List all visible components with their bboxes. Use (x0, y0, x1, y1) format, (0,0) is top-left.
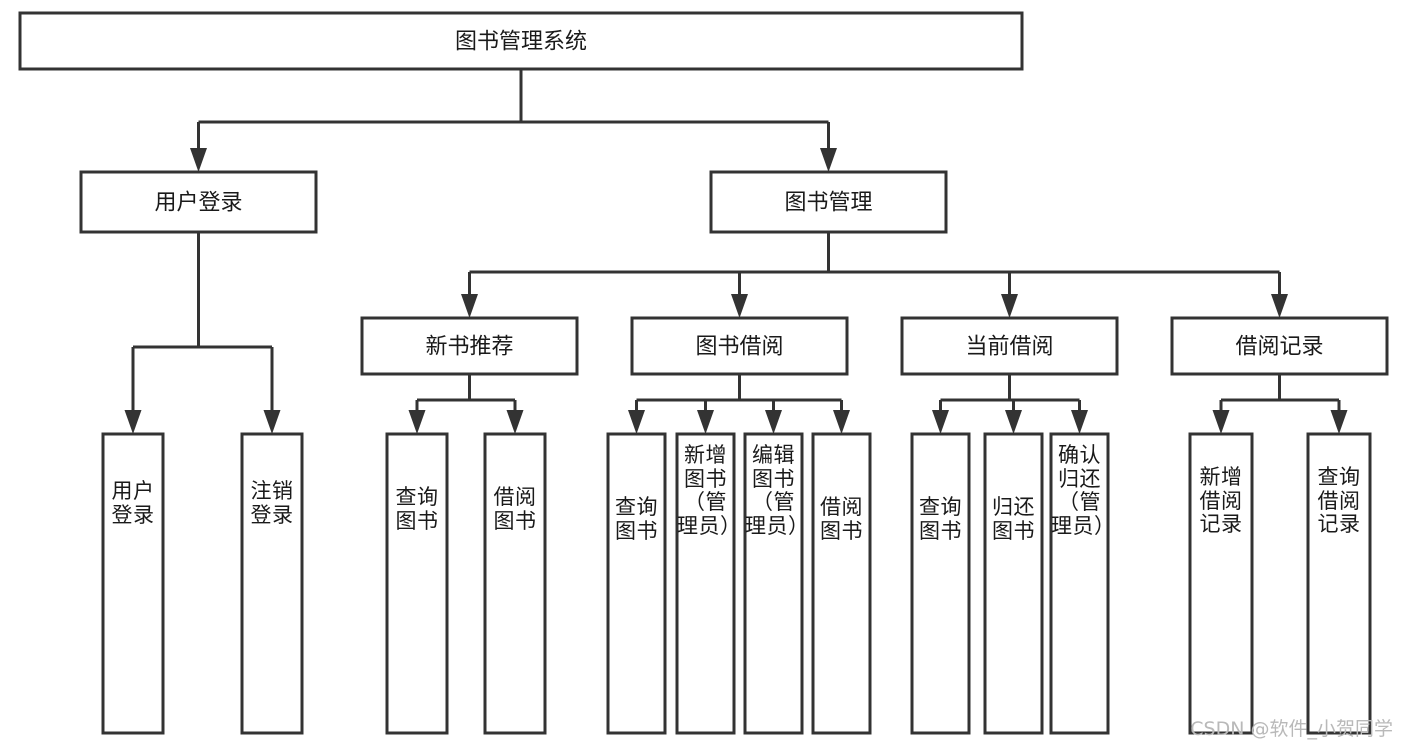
leaf-borrow-book-1-label: 借阅图书 (493, 485, 537, 533)
node-book-manage-label: 图书管理 (784, 191, 872, 216)
leaf-borrow-book-2[interactable]: 借阅图书 (811, 432, 872, 746)
leaf-return-book-box[interactable] (983, 432, 1044, 735)
leaf-query-book-1[interactable]: 查询图书 (385, 432, 449, 736)
leaf-query-book-2-box[interactable] (606, 432, 667, 735)
node-book-manage[interactable]: 图书管理 (709, 170, 948, 234)
arrow-to-leaf-query-record (1330, 410, 1348, 434)
leaf-borrow-book-1-box[interactable] (483, 432, 547, 735)
node-book-borrow[interactable]: 图书借阅 (630, 316, 849, 376)
leaf-query-book-2[interactable]: 查询图书 (606, 432, 667, 746)
node-book-borrow-box[interactable] (630, 316, 849, 376)
leaf-add-book-admin-label: 新增图书（管理员） (677, 443, 742, 538)
arrow-to-leaf-return-book (1005, 410, 1022, 434)
leaf-add-book-admin-box[interactable] (675, 432, 736, 735)
leaf-user-login-label: 用户登录 (111, 479, 155, 527)
leaf-query-book-3-box[interactable] (910, 432, 971, 735)
leaf-add-record-box[interactable] (1188, 432, 1254, 735)
leaf-query-record-label: 查询借阅记录 (1317, 465, 1361, 537)
leaf-query-record-box[interactable] (1306, 432, 1372, 735)
leaf-borrow-book-2-box[interactable] (811, 432, 872, 735)
node-book-borrow-label: 图书借阅 (695, 335, 783, 360)
node-root-box[interactable] (18, 11, 1024, 71)
arrow-to-borrow-record (1271, 294, 1288, 318)
leaf-query-book-1-label: 查询图书 (395, 485, 439, 533)
leaf-query-record[interactable]: 查询借阅记录 (1306, 432, 1372, 736)
leaf-query-book-3-label: 查询图书 (919, 495, 962, 543)
node-borrow-record-label: 借阅记录 (1235, 335, 1323, 360)
node-new-book-rec[interactable]: 新书推荐 (360, 316, 579, 376)
leaf-borrow-book-1[interactable]: 借阅图书 (483, 432, 547, 736)
leaf-borrow-book-2-label: 借阅图书 (820, 495, 863, 543)
leaf-logout-box[interactable] (240, 432, 304, 735)
node-current-borrow-label: 当前借阅 (965, 335, 1053, 360)
arrow-to-leaf-query-book-3 (932, 410, 949, 434)
node-new-book-rec-label: 新书推荐 (425, 335, 513, 360)
arrow-to-current-borrow (1001, 294, 1018, 318)
leaf-logout-label: 注销登录 (250, 479, 294, 527)
leaf-confirm-return[interactable]: 确认归还（管理员） (1049, 432, 1116, 735)
connector-layer (124, 69, 1348, 434)
node-user-login-label: 用户登录 (154, 191, 242, 216)
node-user-login-box[interactable] (79, 170, 318, 234)
arrow-root-to-book-manage (820, 148, 837, 172)
node-user-login[interactable]: 用户登录 (79, 170, 318, 234)
node-borrow-record-box[interactable] (1170, 316, 1389, 376)
leaf-edit-book-admin-box[interactable] (743, 432, 804, 735)
leaf-return-book-label: 归还图书 (992, 495, 1035, 543)
node-current-borrow-box[interactable] (900, 316, 1119, 376)
leaf-add-record[interactable]: 新增借阅记录 (1188, 432, 1254, 736)
node-current-borrow[interactable]: 当前借阅 (900, 316, 1119, 376)
leaf-return-book[interactable]: 归还图书 (983, 432, 1044, 746)
arrow-to-new-book-rec (461, 294, 478, 318)
leaf-logout[interactable]: 注销登录 (240, 432, 304, 735)
leaf-edit-book-admin-label: 编辑图书（管理员） (745, 443, 810, 538)
leaf-query-book-1-box[interactable] (385, 432, 449, 735)
node-book-manage-box[interactable] (709, 170, 948, 234)
leaf-add-record-label: 新增借阅记录 (1199, 465, 1243, 537)
leaf-edit-book-admin[interactable]: 编辑图书（管理员） (743, 432, 810, 735)
arrow-to-leaf-query-book-1 (408, 410, 426, 434)
arrow-to-leaf-borrow-book-1 (506, 410, 524, 434)
leaf-query-book-2-label: 查询图书 (615, 495, 658, 543)
arrow-to-leaf-add-book-admin (697, 410, 714, 434)
arrow-to-leaf-add-record (1212, 410, 1230, 434)
node-borrow-record[interactable]: 借阅记录 (1170, 316, 1389, 376)
leaf-user-login[interactable]: 用户登录 (101, 432, 165, 735)
arrow-to-leaf-logout (263, 410, 281, 434)
leaf-confirm-return-label: 确认归还（管理员） (1051, 443, 1116, 538)
node-new-book-rec-box[interactable] (360, 316, 579, 376)
arrow-to-leaf-borrow-book-2 (833, 410, 850, 434)
leaf-user-login-box[interactable] (101, 432, 165, 735)
arrow-to-leaf-user-login (124, 410, 142, 434)
node-root-label: 图书管理系统 (455, 30, 587, 55)
leaf-query-book-3[interactable]: 查询图书 (910, 432, 971, 746)
arrow-to-leaf-query-book-2 (628, 410, 645, 434)
node-root[interactable]: 图书管理系统 (18, 11, 1024, 71)
leaf-confirm-return-box[interactable] (1049, 432, 1110, 735)
arrow-root-to-user-login (190, 148, 207, 172)
leaf-add-book-admin[interactable]: 新增图书（管理员） (675, 432, 742, 735)
arrow-to-leaf-edit-book-admin (765, 410, 782, 434)
arrow-to-book-borrow (731, 294, 748, 318)
arrow-to-leaf-confirm-return (1071, 410, 1088, 434)
